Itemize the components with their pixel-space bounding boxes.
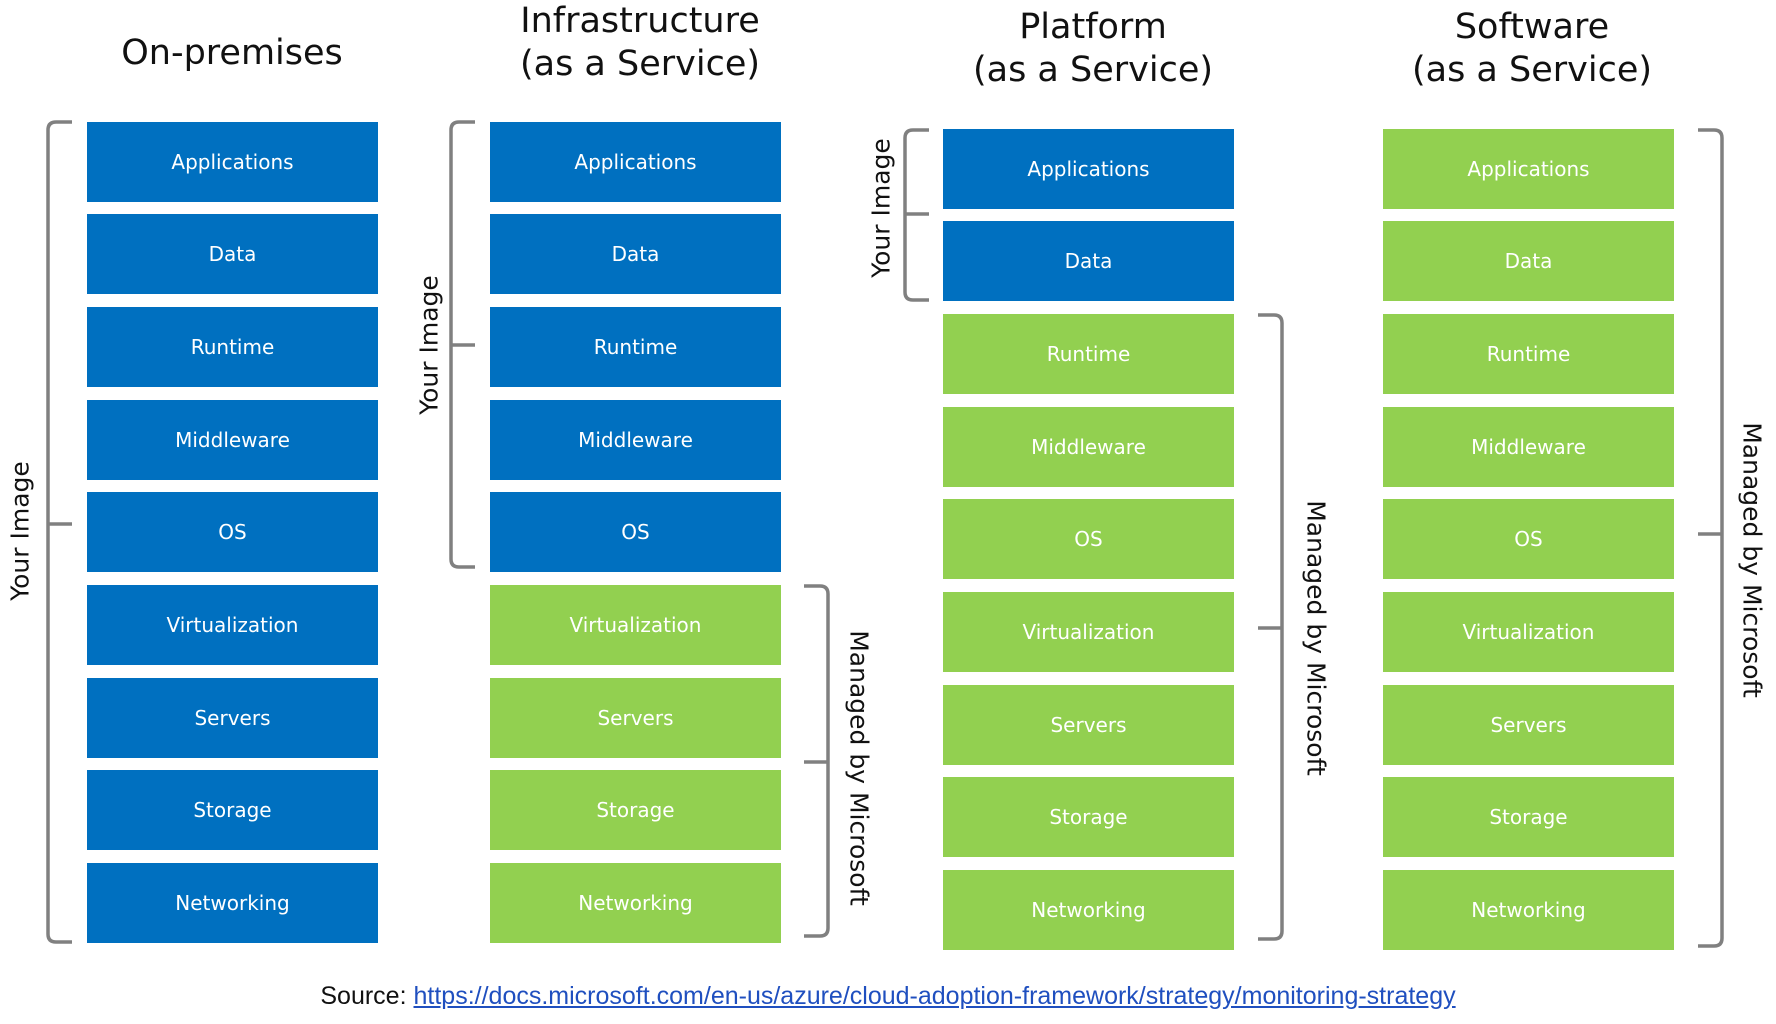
column-title-iaas: Infrastructure (as a Service) <box>519 1 761 84</box>
layer-data: Data <box>943 221 1234 301</box>
layer-applications: Applications <box>87 122 378 202</box>
your-image-bracket <box>449 120 475 569</box>
layer-storage: Storage <box>1383 777 1674 857</box>
layer-virtualization: Virtualization <box>943 592 1234 672</box>
column-title-on-premises: On-premises <box>121 33 343 73</box>
your-image-label: Your Image <box>5 461 35 601</box>
layer-data: Data <box>87 214 378 294</box>
managed-by-microsoft-bracket <box>804 584 830 938</box>
layer-runtime: Runtime <box>943 314 1234 394</box>
layer-middleware: Middleware <box>87 400 378 480</box>
layer-data: Data <box>490 214 781 294</box>
layer-virtualization: Virtualization <box>87 585 378 665</box>
layer-virtualization: Virtualization <box>490 585 781 665</box>
your-image-label: Your Image <box>866 138 896 278</box>
column-title-saas: Software (as a Service) <box>1411 7 1653 90</box>
managed-by-microsoft-label: Managed by Microsoft <box>844 630 874 906</box>
layer-runtime: Runtime <box>1383 314 1674 394</box>
your-image-label: Your Image <box>414 275 444 415</box>
layer-networking: Networking <box>943 870 1234 950</box>
managed-by-microsoft-bracket <box>1258 313 1284 941</box>
your-image-bracket <box>903 128 929 302</box>
layer-storage: Storage <box>490 770 781 850</box>
layer-networking: Networking <box>87 863 378 943</box>
layer-servers: Servers <box>490 678 781 758</box>
your-image-bracket <box>46 120 72 944</box>
layer-storage: Storage <box>943 777 1234 857</box>
layer-os: OS <box>87 492 378 572</box>
managed-by-microsoft-bracket <box>1698 128 1724 948</box>
managed-by-microsoft-label: Managed by Microsoft <box>1737 422 1767 698</box>
layer-applications: Applications <box>943 129 1234 209</box>
layer-os: OS <box>490 492 781 572</box>
layer-runtime: Runtime <box>490 307 781 387</box>
layer-runtime: Runtime <box>87 307 378 387</box>
layer-os: OS <box>943 499 1234 579</box>
managed-by-microsoft-label: Managed by Microsoft <box>1301 500 1331 776</box>
layer-servers: Servers <box>87 678 378 758</box>
layer-middleware: Middleware <box>490 400 781 480</box>
source-label: Source: <box>320 982 407 1010</box>
layer-os: OS <box>1383 499 1674 579</box>
layer-networking: Networking <box>1383 870 1674 950</box>
layer-applications: Applications <box>490 122 781 202</box>
source-line: Source: https://docs.microsoft.com/en-us… <box>0 982 1776 1011</box>
layer-virtualization: Virtualization <box>1383 592 1674 672</box>
layer-applications: Applications <box>1383 129 1674 209</box>
layer-servers: Servers <box>1383 685 1674 765</box>
layer-servers: Servers <box>943 685 1234 765</box>
source-link[interactable]: https://docs.microsoft.com/en-us/azure/c… <box>413 982 1456 1010</box>
layer-middleware: Middleware <box>1383 407 1674 487</box>
column-title-paas: Platform (as a Service) <box>972 7 1214 90</box>
layer-storage: Storage <box>87 770 378 850</box>
layer-middleware: Middleware <box>943 407 1234 487</box>
layer-data: Data <box>1383 221 1674 301</box>
layer-networking: Networking <box>490 863 781 943</box>
